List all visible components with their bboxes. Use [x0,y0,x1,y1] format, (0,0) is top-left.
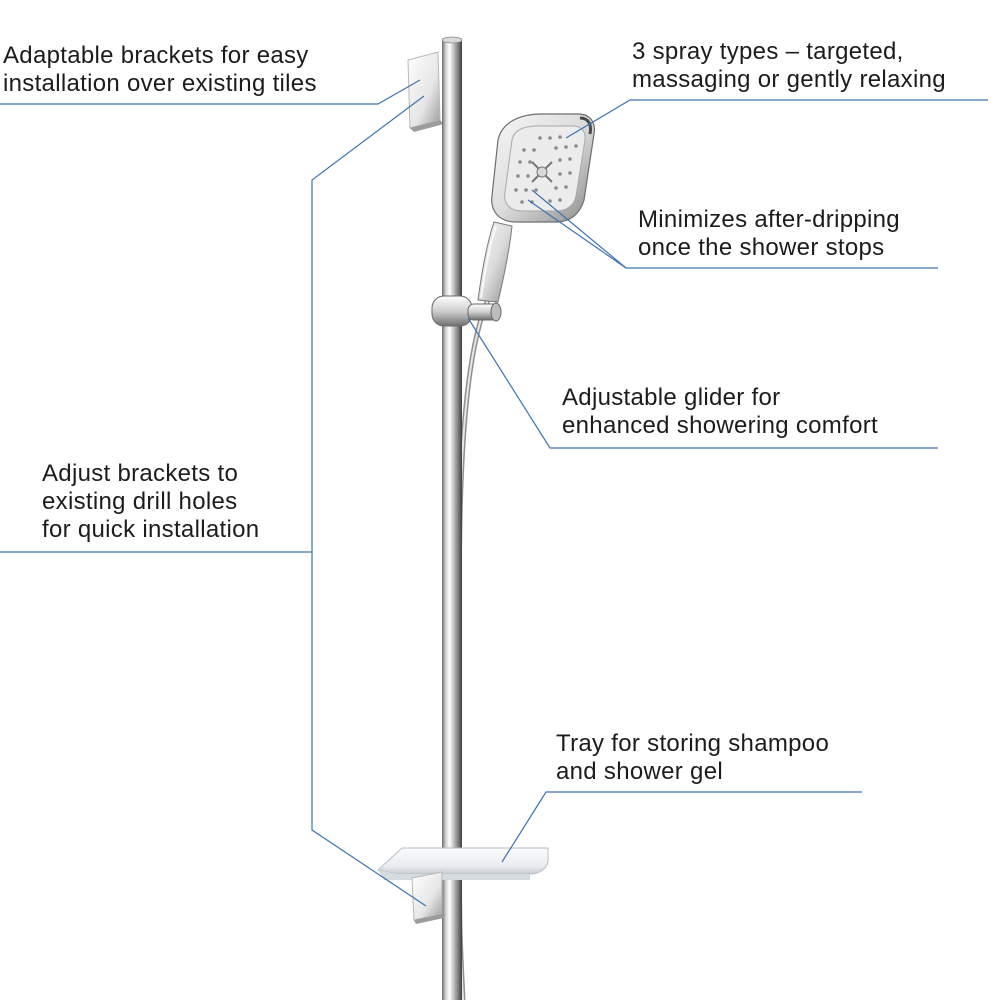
bottom-wall-bracket [411,871,444,924]
adjustable-glider [431,295,502,327]
shelf-tray [376,847,549,880]
hand-shower [477,113,595,303]
callout-adaptable-brackets: Adaptable brackets for easy installation… [3,42,317,98]
callout-line: Adaptable brackets for easy [3,42,309,69]
callout-line: Adjustable glider for [562,384,781,411]
shower-rail [442,40,462,1000]
shower-hose [456,298,491,1001]
callout-line: enhanced showering comfort [562,412,878,439]
callout-line: Adjust brackets to [42,460,239,487]
callout-line: Tray for storing shampoo [556,730,830,757]
callout-line: and shower gel [556,758,723,785]
callout-line: once the shower stops [638,234,885,261]
callout-line: 3 spray types – targeted, [632,38,904,65]
callout-line: for quick installation [42,516,260,543]
leader-lines [0,79,988,907]
callout-tray: Tray for storing shampoo and shower gel [556,730,829,786]
callout-line: massaging or gently relaxing [632,66,946,93]
callout-after-dripping: Minimizes after-dripping once the shower… [638,206,900,262]
callout-line: existing drill holes [42,488,238,515]
callout-drill-holes: Adjust brackets to existing drill holes … [42,460,259,544]
top-wall-bracket [407,51,444,132]
callout-spray-types: 3 spray types – targeted, massaging or g… [632,38,946,94]
callout-line: Minimizes after-dripping [638,206,900,233]
callout-adjustable-glider: Adjustable glider for enhanced showering… [562,384,878,440]
callout-line: installation over existing tiles [3,70,317,97]
